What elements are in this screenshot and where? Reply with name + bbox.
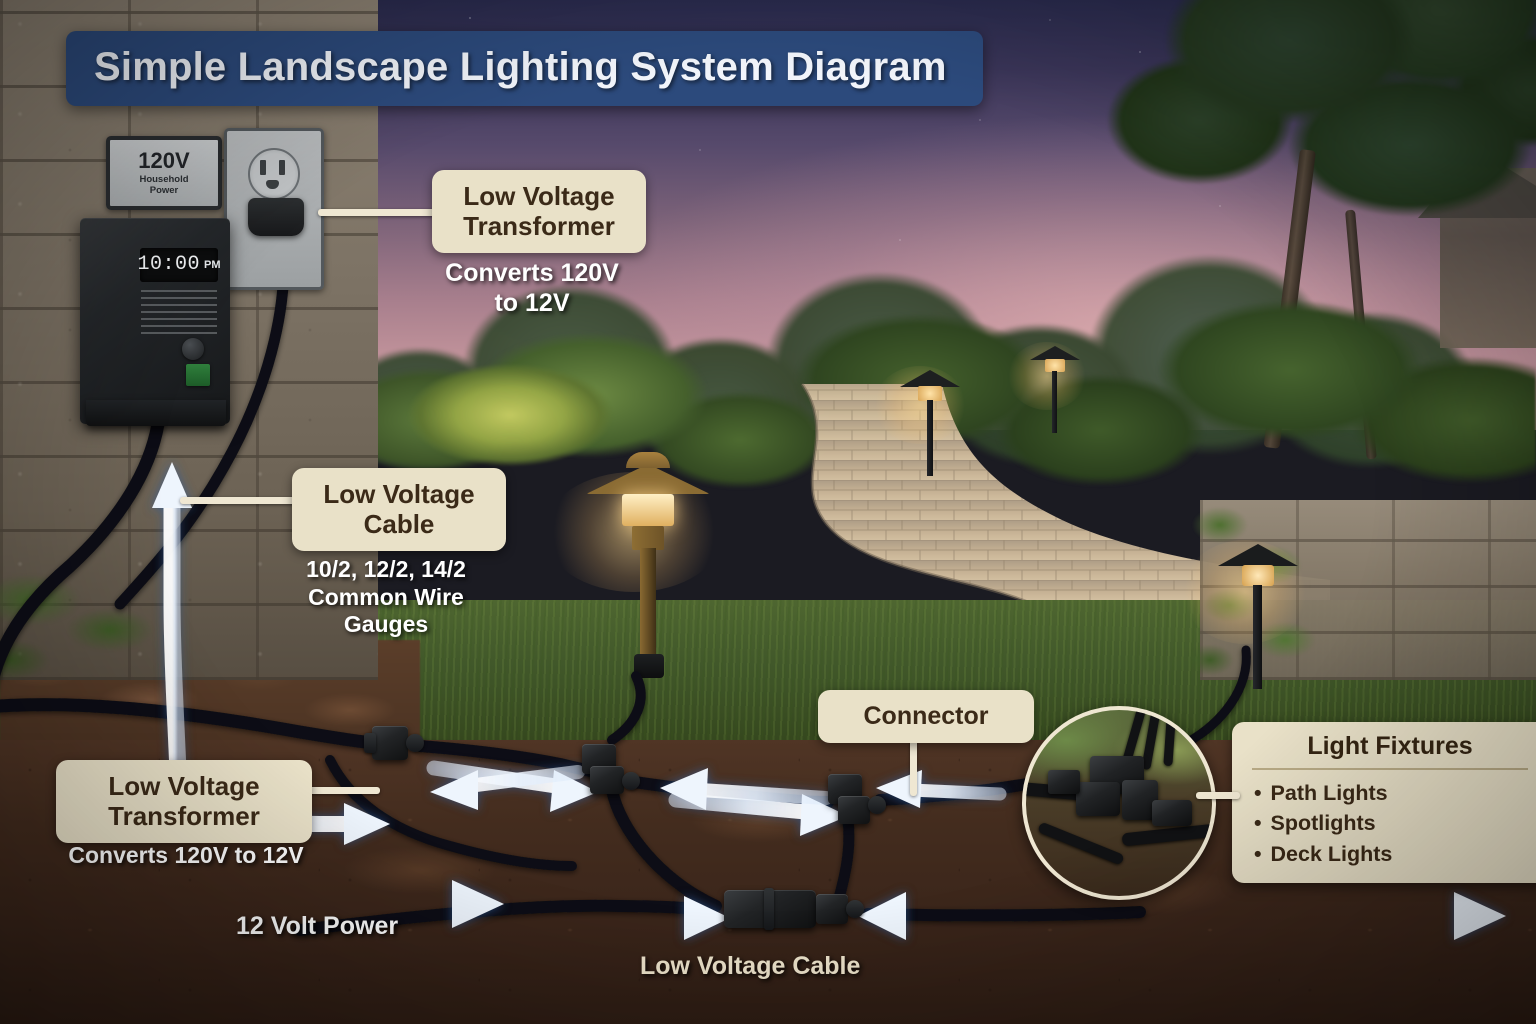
subtext-transformer-top: Converts 120V to 12V [432,258,632,318]
outlet-ground-slot [266,180,279,189]
subtext-line2: to 12V [494,289,570,317]
transformer-dial-knob[interactable] [182,338,204,360]
title-bar: Simple Landscape Lighting System Diagram [66,31,983,106]
subtext-line1: Converts 120V to 12V [68,842,304,868]
plaque-voltage-value: 120V [138,147,190,173]
timer-meridiem: PM [204,258,221,271]
callout-low-voltage-transformer-top: Low Voltage Transformer [432,170,646,254]
fixture-label: Path Lights [1270,780,1388,805]
callout-low-voltage-transformer-bottom: Low Voltage Transformer [56,760,312,844]
bullet-icon: • [1254,780,1262,805]
fixture-item-path-lights: • Path Lights [1248,778,1532,809]
transformer-reset-button[interactable] [186,364,210,386]
plaque-subtitle-line2: Power [149,184,179,196]
callout-line2: Transformer [463,210,615,241]
fixture-item-spotlights: • Spotlights [1248,808,1532,839]
fixture-label: Deck Lights [1270,841,1393,866]
timer-time-value: 10:00 [137,253,201,276]
transformer-timer-display: 10:00 PM [137,248,221,282]
panel-divider [1252,768,1528,770]
voltage-plaque: 120V Household Power [106,136,222,210]
leader-transformer-bottom [304,787,380,794]
bullet-icon: • [1254,841,1262,866]
callout-low-voltage-cable: Low Voltage Cable [292,468,506,552]
callout-line1: Low Voltage [108,771,260,801]
outlet-slot-right [279,160,285,175]
bullet-icon: • [1254,811,1262,836]
label-low-voltage-cable: Low Voltage Cable [640,952,861,980]
callout-line1: Low Voltage [323,479,475,509]
light-fixtures-title: Light Fixtures [1307,732,1473,760]
leader-light-fixtures [1196,792,1240,799]
outlet-socket-icon [248,148,300,200]
connector-closeup-inset [1022,706,1216,900]
fixture-item-deck-lights: • Deck Lights [1248,839,1532,870]
cable-connector-1 [364,724,426,768]
cable-connector-2 [578,744,642,796]
foreground-plant [0,560,200,710]
transformer-label-text-block [141,288,217,334]
callout-line2: Cable [363,508,435,539]
subtext-line2: Common Wire Gauges [308,583,464,638]
leader-transformer-top [318,209,438,216]
cable-connector-buried [716,886,868,934]
subtext-line1: Converts 120V [445,259,619,287]
power-plug [248,198,304,236]
leader-connector [910,728,917,796]
callout-line1: Connector [863,702,989,730]
callout-line2: Transformer [108,800,260,831]
leader-cable-left [180,497,300,504]
outlet-slot-left [260,160,266,175]
plaque-subtitle: Household Power [139,173,189,196]
page-title: Simple Landscape Lighting System Diagram [94,45,947,89]
cable-connector-3 [824,774,888,826]
light-fixtures-panel: Light Fixtures •Path Lights •Spotlights … [1232,722,1536,884]
plaque-subtitle-line1: Household [139,173,189,185]
fixture-label: Spotlights [1270,811,1376,836]
subtext-cable-gauges: 10/2, 12/2, 14/2 Common Wire Gauges [268,556,504,639]
transformer-terminal-base [86,400,226,426]
label-12-volt-power: 12 Volt Power [236,912,399,940]
callout-connector: Connector [818,690,1034,743]
callout-line1: Low Voltage [463,181,615,211]
flowering-shrub [400,355,650,485]
subtext-transformer-bottom: Converts 120V to 12V [50,842,322,870]
subtext-line1: 10/2, 12/2, 14/2 [306,556,466,582]
